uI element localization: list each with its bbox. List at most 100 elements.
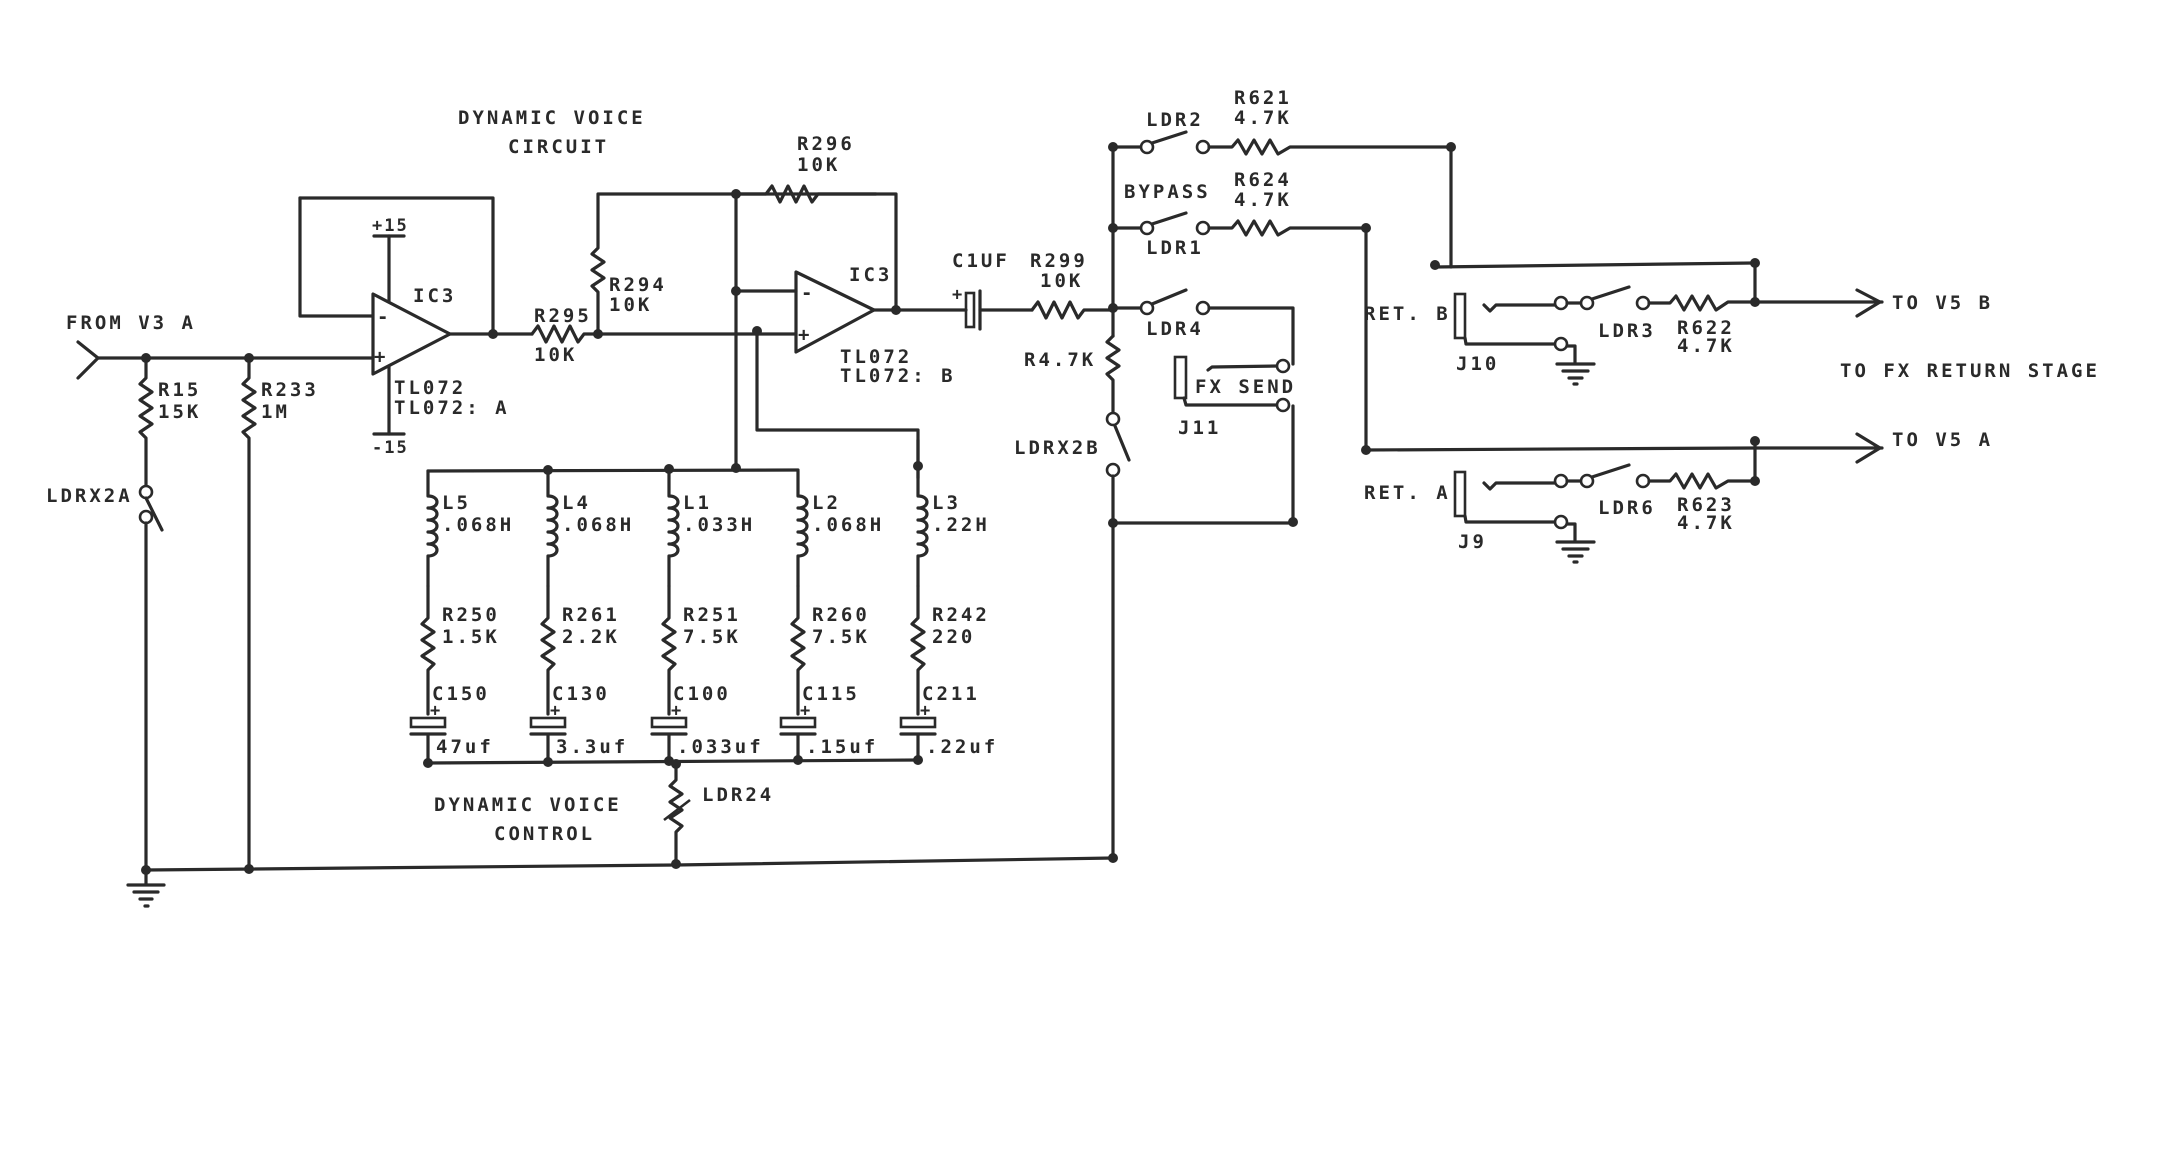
inductor-l1-ref: L1: [683, 492, 712, 514]
ground-icon: [1555, 540, 1596, 564]
return-b-section: RET. B J10 LDR3 R622 4.7K TO V5 B: [1364, 258, 1990, 386]
switch-ldr2-label: LDR2: [1146, 109, 1204, 131]
input-section: FROM V3 A R15 15K LDRX2A R233 1M: [46, 312, 375, 872]
resistor-r296-ref: R296: [797, 133, 855, 155]
resistor-r233-value: 1M: [261, 401, 290, 423]
switch-ldr1-label: LDR1: [1146, 237, 1204, 259]
resistor-r296-value: 10K: [797, 154, 840, 176]
capacitor-c211-ref: C211: [922, 683, 980, 705]
capacitor-c150-ref: C150: [432, 683, 490, 705]
junction-dot: [1361, 445, 1371, 455]
ldr24-arrow: [663, 798, 691, 822]
resistor-r296-symbol: [734, 184, 898, 312]
jack-j11-name: FX SEND: [1195, 376, 1296, 398]
resistor-r250-symbol: [420, 584, 436, 716]
jack-j10-name: RET. B: [1364, 303, 1451, 325]
opamp-a-triangle: [371, 292, 452, 376]
switch-blade: [1113, 424, 1131, 462]
bypass-label: BYPASS: [1124, 181, 1211, 203]
capacitor-c100-plate: [650, 716, 688, 729]
switch-blade: [1150, 130, 1188, 145]
junction-dot: [671, 859, 681, 869]
switch-ldrx2b: LDRX2B: [1014, 404, 1298, 860]
resistor-r624: R624 4.7K: [1207, 169, 1371, 452]
jack-j10-tip: [1482, 303, 1557, 313]
switch-ldrx2a-label: LDRX2A: [46, 485, 133, 507]
resistor-r294-value: 10K: [609, 294, 652, 316]
opamp-b-minus: -: [801, 282, 815, 304]
switch-terminal: [1195, 139, 1211, 155]
resistor-r622: R622 4.7K: [1647, 294, 1884, 357]
filter-bank: +L5.068HR2501.5KC15047uf+L4.068HR2612.2K…: [409, 438, 995, 768]
jack-terminal: [1275, 397, 1291, 413]
resistor-r624-ref: R624: [1234, 169, 1292, 191]
resistor-r621-symbol: [1207, 138, 1453, 269]
junction-dot: [1288, 517, 1298, 527]
capacitor-c130-value: 3.3uf: [556, 736, 628, 758]
inductor-l1-symbol: [667, 469, 680, 588]
resistor-r623-symbol: [1647, 472, 1757, 490]
inductor-l2-ref: L2: [812, 492, 841, 514]
resistor-r295-symbol: [530, 324, 759, 344]
capacitor-c150-plate: [409, 716, 447, 729]
resistor-r622-symbol: [1647, 294, 1884, 312]
resistor-r4-7k-symbol: [1105, 334, 1121, 415]
ground-bus: [126, 853, 1118, 908]
switch-ldr6: LDR6: [1565, 463, 1656, 519]
resistor-r251-symbol: [661, 584, 677, 716]
switch-ldr3: LDR3: [1565, 285, 1653, 342]
switch-terminal: [138, 484, 154, 500]
control-title-line2: CONTROL: [494, 823, 595, 845]
input-arrow-icon: [76, 340, 100, 380]
ldr24-symbol: [668, 761, 684, 864]
switch-blade: [1590, 463, 1631, 479]
capacitor-c1uf-plate: [964, 291, 976, 329]
resistor-r294: R294 10K: [590, 192, 878, 336]
opamp-ic3-a: - + +15 -15 IC3 TL072 TL072: A: [298, 196, 534, 458]
junction-dot: [543, 757, 553, 767]
jack-j9[interactable]: RET. A J9: [1364, 470, 1596, 564]
ldr24-control: LDR24 LDR24 DYNAMIC VOICE CONTROL: [434, 759, 771, 864]
switch-terminal: [1195, 220, 1211, 236]
jack-j9-body-icon: [1453, 470, 1467, 518]
capacitor-c1uf-polarity: +: [952, 285, 964, 305]
junction-dot: [423, 758, 433, 768]
switch-terminal: [1195, 300, 1211, 316]
resistor-r623: R623 4.7K: [1647, 472, 1760, 534]
switch-ldr4: LDR4: [1111, 288, 1295, 366]
resistor-r15-ref: R15: [158, 379, 201, 401]
ground-wire: [144, 856, 1115, 872]
resistor-r261-symbol: [540, 584, 556, 716]
jack-j9-sleeve: [1463, 514, 1557, 524]
resistor-r295-value: 10K: [534, 344, 577, 366]
capacitor-polarity: +: [920, 701, 932, 721]
resistor-r250-value: 1.5K: [442, 626, 500, 648]
jack-j9-tip: [1482, 481, 1557, 491]
junction-dot: [891, 305, 901, 315]
jack-j11[interactable]: FX SEND J11: [1173, 355, 1296, 439]
resistor-r299-symbol: [1030, 300, 1116, 320]
resistor-r251-value: 7.5K: [683, 626, 741, 648]
inductor-l4-symbol: [546, 469, 559, 588]
jack-j9-ref: J9: [1458, 531, 1487, 553]
capacitor-c1uf: + C1UF: [952, 250, 1034, 331]
resistor-r299-ref: R299: [1030, 250, 1088, 272]
wire: [1565, 344, 1577, 364]
control-title-line1: DYNAMIC VOICE: [434, 794, 622, 816]
jack-j9-name: RET. A: [1364, 482, 1451, 504]
switch-terminal: [1105, 462, 1121, 478]
feedback-wire: [298, 196, 374, 318]
switch-terminal: [138, 509, 154, 525]
switch-ldrx2b-label: LDRX2B: [1014, 437, 1101, 459]
junction-dot: [793, 755, 803, 765]
resistor-r251-ref: R251: [683, 604, 741, 626]
resistor-r624-value: 4.7K: [1234, 189, 1292, 211]
switch-ldrx2a: LDRX2A: [46, 484, 164, 872]
junction-dot: [913, 755, 923, 765]
switch-ldr6-label: LDR6: [1598, 497, 1656, 519]
inductor-l4-ref: L4: [562, 492, 591, 514]
inductor-l2-value: .068H: [812, 514, 884, 536]
output-a-arrow-icon: [1855, 432, 1882, 464]
jack-j10[interactable]: RET. B J10: [1364, 292, 1596, 386]
